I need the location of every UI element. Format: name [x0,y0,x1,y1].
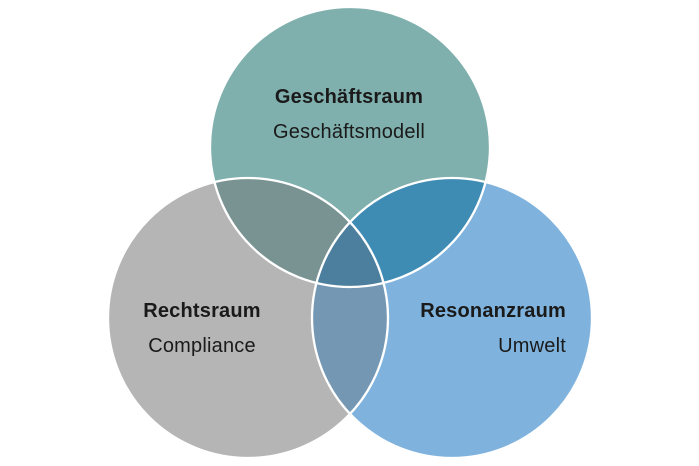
label-rechtsraum: Rechtsraum Compliance [52,294,352,364]
overlap-geschaeft-resonanz [312,178,490,287]
rechtsraum-subtitle: Compliance [148,335,256,357]
outline-rechtsraum [106,176,390,460]
geschaeftsraum-title: Geschäftsraum [274,86,424,108]
overlap-geschaeft-recht [210,178,388,287]
resonanzraum-title: Resonanzraum [420,300,566,322]
geschaeftsraum-subtitle: Geschäftsmodell [273,121,425,143]
resonanzraum-subtitle: Umwelt [498,335,566,357]
label-resonanzraum: Resonanzraum Umwelt [266,294,566,364]
rechtsraum-title: Rechtsraum [143,300,261,322]
outline-geschaeftsraum [208,5,492,289]
outline-resonanzraum [310,176,594,460]
label-geschaeftsraum: Geschäftsraum Geschäftsmodell [199,80,499,150]
